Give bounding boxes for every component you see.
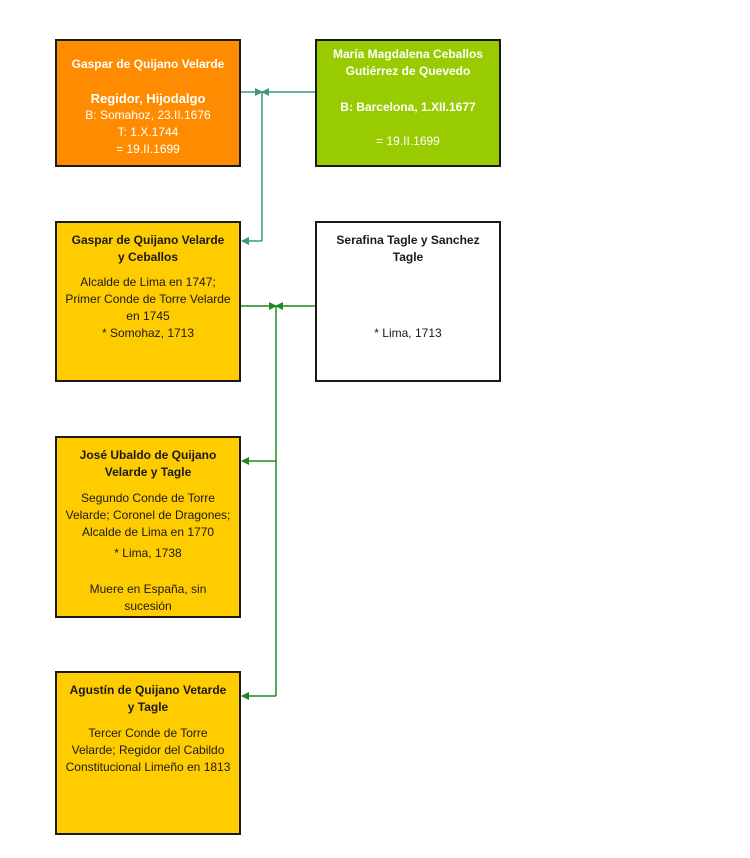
person-marriage: = 19.II.1699 [116,142,180,156]
person-name-line2: y Tagle [127,700,169,714]
person-box-serafina-tagle[interactable]: Serafina Tagle y Sanchez Tagle * Lima, 1… [315,221,501,382]
person-name-line2: Velarde y Tagle [104,465,192,479]
person-birth: * Somohaz, 1713 [101,326,195,340]
person-name: Gaspar de Quijano Velarde [71,57,225,71]
person-box-agustin-quijano[interactable]: Agustín de Quijano Vetarde y Tagle Terce… [55,671,241,835]
person-box-maria-magdalena-ceballos[interactable]: María Magdalena Ceballos Gutiérrez de Qu… [315,39,501,167]
person-birth: B: Barcelona, 1.XII.1677 [340,100,476,114]
person-name-line1: Agustín de Quijano Vetarde [69,683,227,697]
person-description-line2: Velarde; Regidor del Cabildo [71,743,225,757]
person-box-gaspar-quijano-velarde[interactable]: Gaspar de Quijano Velarde Regidor, Hijod… [55,39,241,167]
person-name-line1: Gaspar de Quijano Velarde [71,233,225,247]
person-box-jose-ubaldo-quijano[interactable]: José Ubaldo de Quijano Velarde y Tagle S… [55,436,241,618]
person-birth: B: Somahoz, 23.II.1676 [85,108,211,122]
person-description-line3: Constitucional Limeño en 1813 [65,760,231,774]
person-box-gaspar-quijano-velarde-y-ceballos[interactable]: Gaspar de Quijano Velarde y Ceballos Alc… [55,221,241,382]
person-note-line1: Muere en España, sin [89,582,207,596]
person-name-line2: Gutiérrez de Quevedo [345,64,471,78]
connector-gen2-couple [241,302,315,700]
person-marriage: = 19.II.1699 [376,134,440,148]
person-birth: * Lima, 1713 [374,326,442,340]
person-description-line1: Segundo Conde de Torre [81,491,215,505]
person-description-line1: Tercer Conde de Torre [88,726,208,740]
person-description-line3: Alcalde de Lima en 1770 [81,525,215,539]
person-description-line3: en 1745 [126,309,170,323]
person-description-line2: Velarde; Coronel de Dragones; [65,508,231,522]
person-description-line2: Primer Conde de Torre Velarde [65,292,231,306]
person-title: Regidor, Hijodalgo [90,91,206,106]
person-note-line2: sucesión [124,599,172,613]
person-name-line1: Serafina Tagle y Sanchez [336,233,480,247]
person-name-line1: José Ubaldo de Quijano [79,448,217,462]
connector-gen1-couple [241,88,315,245]
person-name-line1: María Magdalena Ceballos [332,47,484,61]
person-name-line2: y Ceballos [117,250,179,264]
person-birth: * Lima, 1738 [114,546,182,560]
person-description-line1: Alcalde de Lima en 1747; [80,275,216,289]
person-name-line2: Tagle [392,250,424,264]
person-death: T: 1.X.1744 [117,125,179,139]
